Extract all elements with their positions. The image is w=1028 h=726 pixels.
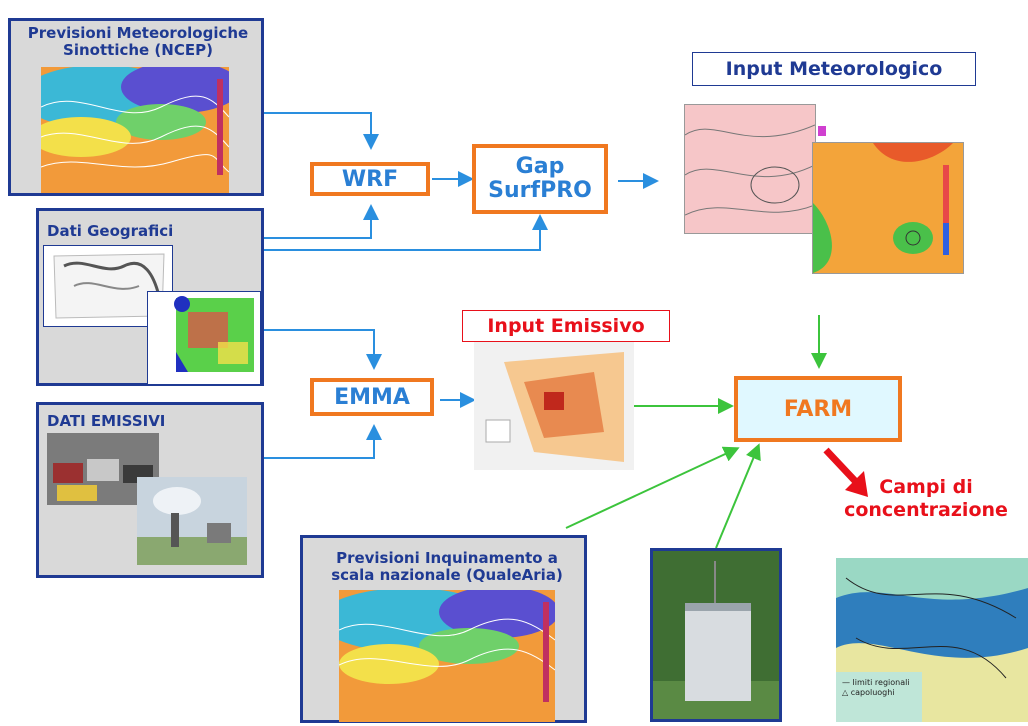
farm-box: FARM: [734, 376, 902, 442]
emis-title: DATI EMISSIVI: [47, 412, 166, 430]
ncep-title: Previsioni Meteorologiche Sinottiche (NC…: [27, 24, 249, 59]
ncep-source-box: Previsioni Meteorologiche Sinottiche (NC…: [8, 18, 264, 196]
arrow-qualearia-farm: [565, 446, 740, 529]
meteo-wind-map: [684, 104, 816, 234]
meteo-legend-strip: [816, 106, 840, 140]
map-legend-line1: — limiti regionali: [842, 678, 910, 687]
arrow-farm-campi: [823, 447, 868, 497]
meteo-temperature-map: [812, 142, 964, 274]
qualearia-source-box: Previsioni Inquinamento a scala nazional…: [300, 535, 587, 723]
qualearia-map: [339, 590, 555, 722]
emma-box: EMMA: [310, 378, 434, 416]
industry-photo: [137, 477, 247, 565]
campi-concentrazione-label: Campi di concentrazione: [844, 476, 1008, 521]
qualearia-title: Previsioni Inquinamento a scala nazional…: [331, 549, 563, 584]
emission-grid-map: [474, 342, 634, 470]
map-legend: — limiti regionali △ capoluoghi: [842, 678, 910, 698]
input-emis-label: Input Emissivo: [462, 310, 670, 342]
arrow-geo-wrf: [262, 204, 379, 239]
emissions-source-box: DATI EMISSIVI: [36, 402, 264, 578]
farm-label: FARM: [783, 396, 853, 422]
arrow-emis-emma: [262, 424, 382, 459]
monitoring-station-photo: [650, 548, 782, 722]
input-emis-text: Input Emissivo: [487, 315, 645, 337]
arrow-station-farm: [715, 443, 761, 549]
concentration-map: — limiti regionali △ capoluoghi: [836, 558, 1028, 722]
gap-surfpro-box: Gap SurfPRO: [472, 144, 608, 214]
geo-title: Dati Geografici: [47, 222, 174, 240]
geo-source-box: Dati Geografici: [36, 208, 264, 386]
input-meteo-text: Input Meteorologico: [725, 58, 943, 80]
wrf-box: WRF: [310, 162, 430, 196]
arrow-ncep-wrf: [262, 112, 379, 150]
geo-landuse-map: [147, 291, 261, 385]
input-meteo-label: Input Meteorologico: [692, 52, 976, 86]
ncep-weather-map: [41, 67, 229, 193]
arrow-geo-emma: [262, 329, 382, 370]
arrow-geo-gap: [262, 214, 548, 251]
map-legend-line2: △ capoluoghi: [842, 688, 895, 697]
